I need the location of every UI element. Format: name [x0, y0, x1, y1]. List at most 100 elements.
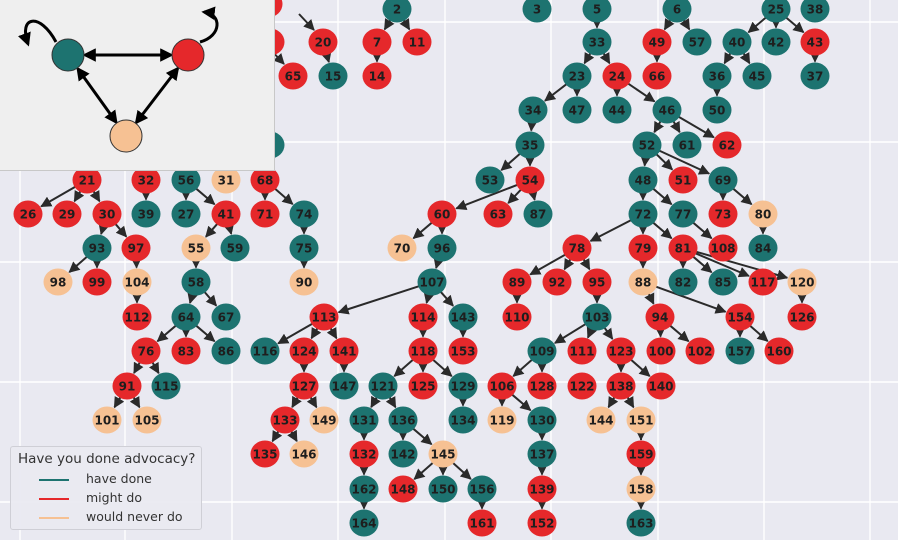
- tree-node-21: 21: [72, 166, 102, 194]
- node-label: 158: [628, 482, 653, 496]
- node-circle: [642, 62, 672, 90]
- node-label: 41: [218, 207, 235, 221]
- tree-node-132: 132: [349, 440, 379, 468]
- tree-node-110: 110: [502, 303, 532, 331]
- node-circle: [211, 303, 241, 331]
- tree-node-82: 82: [668, 268, 698, 296]
- node-label: 77: [675, 207, 692, 221]
- node-label: 112: [124, 310, 149, 324]
- inset-edge: [76, 66, 118, 125]
- tree-node-50: 50: [702, 96, 732, 124]
- tree-node-31: 31: [211, 166, 241, 194]
- tree-node-42: 42: [761, 28, 791, 56]
- tree-edge: [133, 360, 144, 375]
- node-label: 2: [393, 2, 401, 16]
- tree-edge: [40, 185, 77, 208]
- node-label: 39: [138, 207, 155, 221]
- node-circle: [309, 303, 339, 331]
- node-label: 143: [450, 310, 475, 324]
- node-label: 129: [450, 379, 475, 393]
- tree-edge: [383, 18, 395, 31]
- node-circle: [250, 440, 280, 468]
- tree-node-86: 86: [211, 337, 241, 365]
- node-label: 115: [153, 379, 178, 393]
- node-circle: [626, 440, 656, 468]
- tree-node-152: 152: [527, 509, 557, 537]
- tree-node-34: 34: [518, 96, 548, 124]
- node-label: 69: [715, 173, 732, 187]
- tree-edge: [747, 16, 768, 34]
- node-circle: [121, 234, 151, 262]
- tree-node-145: 145: [428, 440, 458, 468]
- node-label: 94: [652, 310, 669, 324]
- tree-node-49: 49: [642, 28, 672, 56]
- node-label: 138: [608, 379, 633, 393]
- tree-node-33: 33: [582, 28, 612, 56]
- node-label: 87: [530, 207, 547, 221]
- tree-edge: [68, 255, 89, 273]
- node-circle: [582, 28, 612, 56]
- node-circle: [211, 337, 241, 365]
- node-label: 156: [469, 482, 494, 496]
- node-circle: [646, 337, 676, 365]
- node-circle: [131, 200, 161, 228]
- node-label: 133: [272, 413, 297, 427]
- node-label: 11: [409, 35, 426, 49]
- tree-node-41: 41: [211, 200, 241, 228]
- tree-node-133: 133: [270, 406, 300, 434]
- node-label: 73: [715, 207, 732, 221]
- node-label: 119: [489, 413, 514, 427]
- node-label: 136: [390, 413, 415, 427]
- node-circle: [289, 372, 319, 400]
- node-circle: [708, 268, 738, 296]
- tree-edge: [663, 18, 675, 31]
- node-label: 23: [569, 69, 586, 83]
- node-circle: [668, 200, 698, 228]
- tree-node-30: 30: [92, 200, 122, 228]
- node-circle: [349, 406, 379, 434]
- legend-label: have done: [86, 471, 152, 486]
- tree-node-69: 69: [708, 166, 738, 194]
- node-circle: [527, 475, 557, 503]
- node-label: 150: [430, 482, 455, 496]
- node-label: 102: [687, 344, 712, 358]
- node-label: 52: [639, 138, 656, 152]
- node-circle: [132, 406, 162, 434]
- node-label: 54: [522, 173, 539, 187]
- node-circle: [487, 372, 517, 400]
- node-label: 141: [331, 344, 356, 358]
- node-circle: [289, 234, 319, 262]
- tree-node-85: 85: [708, 268, 738, 296]
- node-circle: [582, 303, 612, 331]
- tree-edge: [202, 290, 218, 307]
- tree-node-20: 20: [308, 28, 338, 56]
- inset-edges: [18, 6, 219, 125]
- node-circle: [708, 166, 738, 194]
- node-label: 89: [509, 275, 526, 289]
- node-label: 6: [673, 2, 681, 16]
- node-circle: [527, 406, 557, 434]
- node-circle: [761, 28, 791, 56]
- tree-node-131: 131: [349, 406, 379, 434]
- node-circle: [761, 0, 791, 23]
- node-circle: [329, 337, 359, 365]
- tree-edge: [439, 290, 454, 307]
- tree-node-109: 109: [527, 337, 557, 365]
- node-label: 122: [569, 379, 594, 393]
- node-circle: [800, 62, 830, 90]
- tree-node-156: 156: [467, 475, 497, 503]
- node-label: 147: [331, 379, 356, 393]
- tree-edge: [277, 322, 314, 345]
- tree-node-120: 120: [787, 268, 817, 296]
- node-label: 60: [434, 207, 451, 221]
- node-circle: [527, 440, 557, 468]
- tree-node-130: 130: [527, 406, 557, 434]
- inset-node-have-done: [51, 38, 85, 72]
- node-label: 76: [138, 344, 155, 358]
- node-circle: [527, 337, 557, 365]
- node-label: 53: [482, 173, 499, 187]
- node-circle: [82, 234, 112, 262]
- tree-node-39: 39: [131, 200, 161, 228]
- inset-node-might-do: [171, 38, 205, 72]
- tree-edge: [113, 222, 128, 238]
